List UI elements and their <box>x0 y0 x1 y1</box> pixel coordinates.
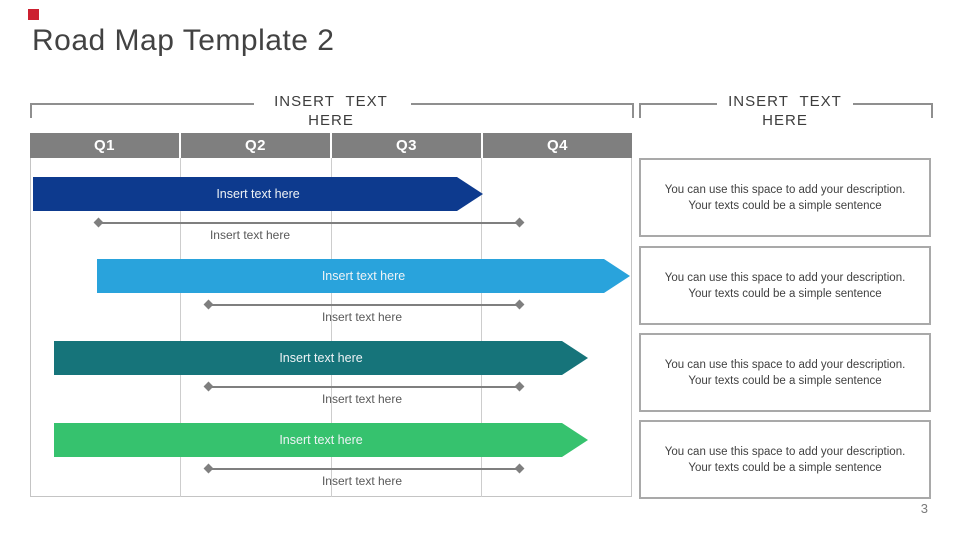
roadmap-arrow-3-label: Insert text here <box>279 351 363 365</box>
description-box-3-line1: You can use this space to add your descr… <box>664 358 906 371</box>
grid-line-q2-q3 <box>331 158 332 497</box>
roadmap-arrow-1[interactable]: Insert text here <box>33 177 483 211</box>
grid-line-q1-q2 <box>180 158 181 497</box>
quarter-header-q4[interactable]: Q4 <box>546 137 568 154</box>
connector-label-1[interactable]: Insert text here <box>209 228 291 242</box>
connector-label-2[interactable]: Insert text here <box>321 310 403 324</box>
connector-line <box>98 222 520 224</box>
right-column-header-line2: HERE <box>762 112 808 129</box>
description-box-1-line2: Your texts could be a simple sentence <box>688 199 882 212</box>
milestone-connector-1 <box>93 217 525 228</box>
roadmap-arrow-1-label: Insert text here <box>216 187 300 201</box>
right-column-header-line1: INSERT TEXT <box>728 93 842 110</box>
slide-title[interactable]: Road Map Template 2 <box>32 24 335 57</box>
description-box-2-line1: You can use this space to add your descr… <box>664 271 906 284</box>
quarter-header-q1[interactable]: Q1 <box>30 133 181 158</box>
description-box-3-line2: Your texts could be a simple sentence <box>688 374 882 387</box>
connector-label-4[interactable]: Insert text here <box>321 474 403 488</box>
connector-line <box>208 386 520 388</box>
description-box-3[interactable]: You can use this space to add your descr… <box>639 333 931 412</box>
right-bracket-line-left <box>639 103 717 118</box>
description-box-1[interactable]: You can use this space to add your descr… <box>639 158 931 237</box>
roadmap-arrow-2-label: Insert text here <box>321 269 406 283</box>
left-bracket-line-right <box>411 103 634 118</box>
diamond-endpoint-icon <box>514 463 525 474</box>
description-box-4[interactable]: You can use this space to add your descr… <box>639 420 931 499</box>
quarter-header-bar: Q1 Q2 Q3 Q4 <box>30 133 632 158</box>
diamond-endpoint-icon <box>514 217 525 228</box>
connector-label-3[interactable]: Insert text here <box>321 392 403 406</box>
left-column-header[interactable]: INSERT TEXT HERE <box>231 92 431 130</box>
accent-square <box>28 9 39 20</box>
quarter-header-q3[interactable]: Q3 <box>332 133 483 158</box>
left-bracket-line-left <box>30 103 254 118</box>
diamond-endpoint-icon <box>514 299 525 310</box>
right-bracket-line-right <box>853 103 933 118</box>
roadmap-arrow-4[interactable]: Insert text here <box>54 423 588 457</box>
roadmap-arrow-2[interactable]: Insert text here <box>97 259 630 293</box>
roadmap-arrow-4-label: Insert text here <box>279 433 363 447</box>
description-box-4-line1: You can use this space to add your descr… <box>664 445 906 458</box>
description-box-4-line2: Your texts could be a simple sentence <box>688 461 882 474</box>
description-box-1-line1: You can use this space to add your descr… <box>664 183 906 196</box>
left-column-header-line1: INSERT TEXT <box>274 93 388 110</box>
milestone-connector-2 <box>203 299 525 310</box>
page-number: 3 <box>920 501 928 516</box>
milestone-connector-4 <box>203 463 525 474</box>
quarter-header-q2[interactable]: Q2 <box>181 133 332 158</box>
milestone-connector-3 <box>203 381 525 392</box>
connector-line <box>208 468 520 470</box>
right-column-header[interactable]: INSERT TEXT HERE <box>685 92 885 130</box>
left-column-header-line2: HERE <box>308 112 354 129</box>
diamond-endpoint-icon <box>514 381 525 392</box>
grid-line-q3-q4 <box>481 158 482 497</box>
description-box-2-line2: Your texts could be a simple sentence <box>688 287 882 300</box>
description-box-2[interactable]: You can use this space to add your descr… <box>639 246 931 325</box>
roadmap-arrow-3[interactable]: Insert text here <box>54 341 588 375</box>
connector-line <box>208 304 520 306</box>
